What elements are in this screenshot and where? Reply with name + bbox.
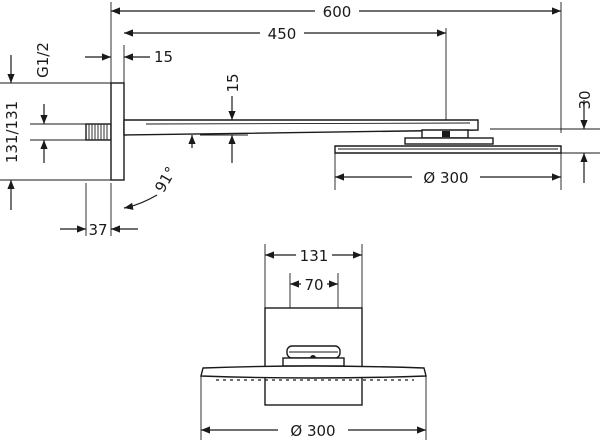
head-mount-front (282, 357, 345, 367)
head-mount-plate (404, 137, 494, 145)
shower-head-front (200, 365, 427, 379)
label-mask (260, 23, 304, 43)
dimension-label-head-height: 30 (576, 90, 594, 109)
dimension-label-600: 600 (323, 3, 352, 21)
side-view: 600 450 15 G1/2 131/131 15 30 Ø 300 (0, 1, 600, 239)
label-mask (296, 245, 332, 265)
dimension-label-diameter-front: Ø 300 (290, 422, 335, 440)
dimension-label-plate-size: 131/131 (3, 101, 21, 163)
label-mask (412, 167, 480, 187)
label-mask (278, 420, 348, 440)
head-connector-nut (442, 131, 450, 137)
angle-arc-arrow (123, 194, 158, 210)
dimension-label-thread: G1/2 (34, 42, 52, 78)
dimension-label-450: 450 (268, 25, 297, 43)
shower-arm-edge (145, 122, 471, 125)
dimension-label-plate-thickness: 15 (154, 48, 173, 66)
dimension-label-connection-depth: 37 (88, 221, 107, 239)
dimension-label-diameter-side: Ø 300 (423, 169, 468, 187)
shower-head-side (334, 145, 562, 154)
dimension-label-bottom-width: 131 (300, 247, 329, 265)
wall-plate (110, 82, 125, 181)
label-mask (315, 1, 359, 21)
dimension-label-angle: 91° (151, 163, 180, 195)
front-view: 131 70 Ø 300 (200, 244, 427, 440)
dimension-label-arm-thickness: 15 (224, 73, 242, 92)
thread-hatching (88, 124, 108, 140)
dimension-label-bottom-inner: 70 (304, 276, 323, 294)
label-mask (301, 274, 327, 294)
